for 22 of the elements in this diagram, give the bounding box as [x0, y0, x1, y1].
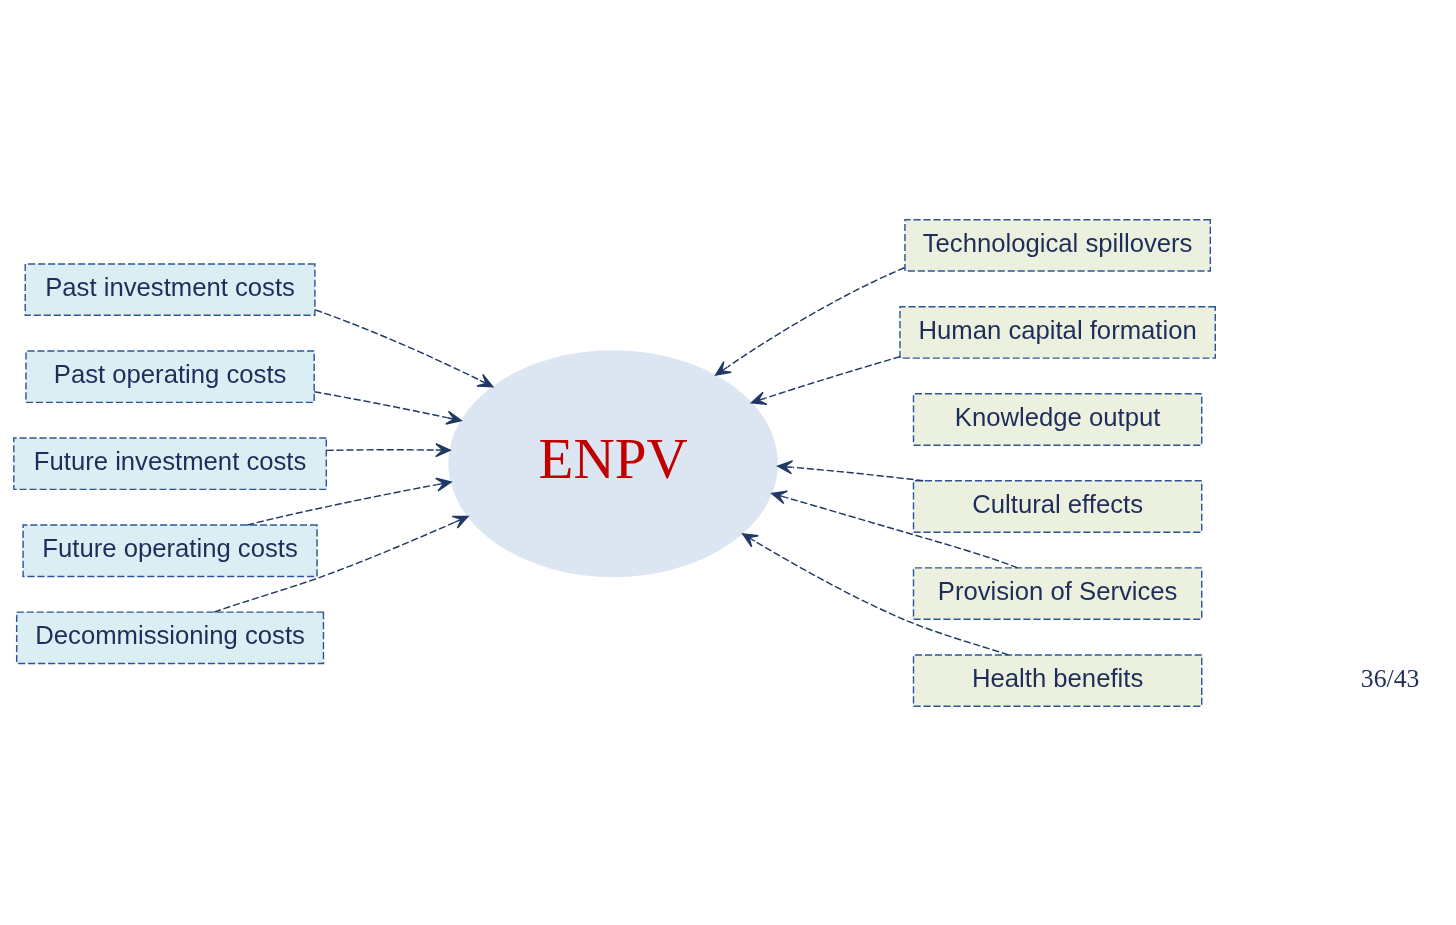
arrow	[777, 459, 924, 481]
node-box: Cultural effects	[912, 479, 1203, 533]
node-box: Decommissioning costs	[15, 610, 325, 664]
node-box: Human capital formation	[899, 305, 1216, 359]
label: 36/43	[1360, 663, 1420, 693]
arrow	[213, 515, 469, 613]
node-box: Health benefits	[912, 653, 1203, 707]
node-box: Future operating costs	[22, 523, 318, 577]
arrow	[314, 308, 494, 387]
node-box: Provision of Services	[912, 566, 1203, 620]
node-box: Past operating costs	[25, 349, 315, 403]
node-box: Knowledge output	[912, 392, 1203, 446]
node-box: Future investment costs	[13, 436, 328, 490]
node-box: Technological spillovers	[904, 218, 1211, 272]
arrow	[715, 266, 906, 376]
arrow	[246, 477, 452, 526]
arrow	[326, 442, 451, 457]
arrow	[771, 490, 1019, 569]
arrow	[750, 355, 902, 405]
node-box: Past investment costs	[24, 262, 316, 316]
arrow	[742, 532, 1010, 656]
arrow	[313, 390, 462, 425]
